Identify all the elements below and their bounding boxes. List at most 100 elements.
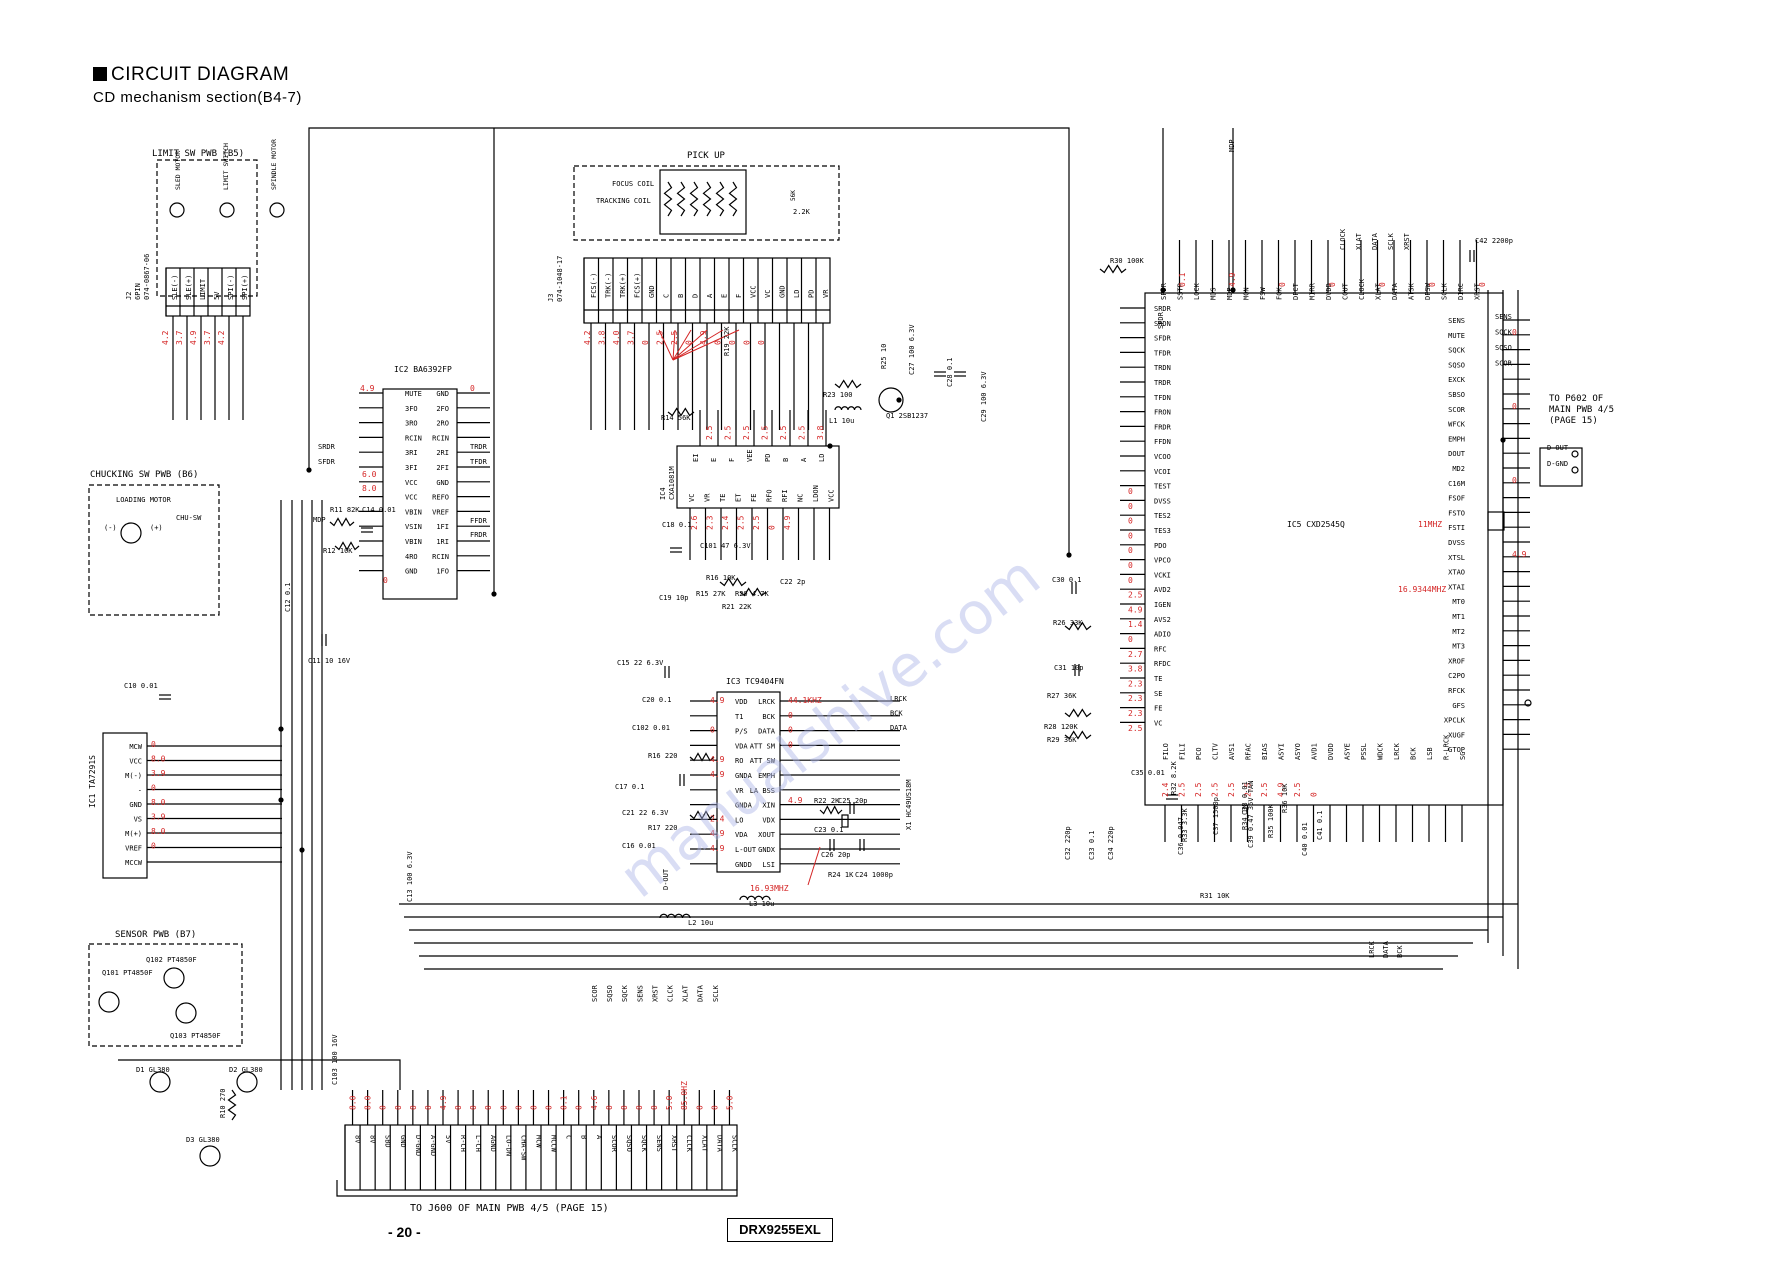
ic3-pin-label: VR (735, 787, 744, 795)
ic5-pin-label: MT0 (1452, 598, 1465, 606)
part-label: R28 120K (1044, 723, 1079, 731)
inductor (739, 895, 771, 901)
pickup-pin-label: VCC (750, 285, 758, 298)
voltage-label: 8.0 (151, 755, 166, 764)
ic2-name: IC2 BA6392FP (394, 365, 452, 374)
voltage-label: 2.3 (706, 515, 715, 530)
ic4-pin-label: VEE (746, 449, 754, 462)
voltage-label: 0 (685, 340, 694, 345)
d-out-label: D-OUT (662, 868, 670, 890)
ic4-pin-label: FE (750, 494, 758, 502)
ic3-pin-label: LO (735, 816, 743, 824)
part-label: R23 100 (823, 391, 853, 399)
ic4-pin-label: F (728, 458, 736, 462)
ic5-pin-label: ASYE (1344, 743, 1352, 760)
voltage-label: 0 (635, 1105, 644, 1110)
net-label: FFDR (470, 517, 488, 525)
voltage-label: 0 (743, 340, 752, 345)
ic5-pin-label: MUTE (1448, 332, 1465, 340)
bottom-pin-label: A (595, 1135, 603, 1140)
ic5-pin-label: FRDR (1154, 423, 1172, 431)
part-label: R21 22K (722, 603, 752, 611)
voltage-label: 2.5 (1128, 724, 1143, 733)
sensor-title: SENSOR PWB (B7) (115, 930, 196, 940)
pickup-pin-label: PD (808, 290, 816, 298)
bottom-pin-label: SBD (384, 1135, 392, 1148)
voltage-label: 0 (1128, 487, 1133, 496)
page-subtitle: CD mechanism section(B4-7) (93, 89, 302, 106)
voltage-label: 0 (1310, 792, 1319, 797)
ic2-pin-label: REFO (432, 494, 449, 502)
resistor (719, 577, 747, 587)
resistor (334, 541, 360, 551)
ic3-pin-label: VDA (735, 831, 748, 839)
ic5-pin-label: IGEN (1154, 601, 1171, 609)
led-part-label: R10 270 (219, 1088, 227, 1118)
voltage-label: 2.5 (742, 425, 751, 440)
voltage-label: 3.7 (203, 330, 212, 345)
voltage-label: 0 (151, 842, 156, 851)
bottom-pin-label: SCLK (730, 1135, 738, 1153)
pickup-pin-label: E (721, 294, 729, 298)
ic5-pin-label: DATA (1391, 282, 1399, 300)
part-label: C42 2200p (1475, 237, 1513, 245)
page-number: - 20 - (388, 1224, 421, 1240)
bottom-connector-caption: TO J600 OF MAIN PWB 4/5 (PAGE 15) (410, 1203, 609, 1214)
ic5-pin-label: XPCLK (1444, 717, 1466, 725)
voltage-label: 2.5 (670, 330, 679, 345)
voltage-label: 4.9 (1228, 272, 1237, 287)
ic5-pin-label: SRDR (1154, 305, 1172, 313)
voltage-label: 0 (1478, 282, 1487, 287)
voltage-label: 4.9 (360, 384, 375, 393)
part-label: R31 10K (1200, 892, 1230, 900)
ic5-pin-label: CLTV (1212, 742, 1220, 760)
part-label: C25 20p (838, 797, 868, 805)
part-label: C18 0.1 (662, 521, 692, 529)
ic5-pin-label: LSB (1426, 747, 1434, 760)
ic5-pin-label: RFCK (1448, 687, 1466, 695)
photodiode (702, 181, 712, 217)
ic4-pin-label: A (800, 457, 808, 462)
limit-switch-icon (219, 202, 235, 218)
ic2-pin-label: VSIN (405, 523, 422, 531)
bottom-net-label: CLCK (667, 984, 675, 1002)
pickup-pin-label: C (663, 294, 671, 298)
junction-dot (1066, 552, 1072, 558)
voltage-label: 16.93MHZ (750, 884, 789, 893)
voltage-label: 0 (470, 384, 475, 393)
ic2-pin-label: VREF (432, 508, 449, 516)
ic5-pin-label: FSTI (1448, 524, 1465, 532)
ic2-pin-label: GND (436, 479, 449, 487)
wire (118, 1059, 401, 1090)
resistor (1099, 264, 1127, 274)
ic5-pin-label: XTAI (1448, 583, 1465, 591)
ic5-pin-label: SCOR (1448, 406, 1466, 414)
bottom-pin-label: CHA-SW (519, 1135, 527, 1161)
ic3-pin-label: VDA (735, 742, 748, 750)
net-label: SQSO (1495, 344, 1512, 352)
part-label: R25 10 (880, 344, 888, 369)
ic2-pin-label: GND (436, 390, 449, 398)
led-icon (236, 1071, 258, 1093)
pickup-pin-label: TRK(-) (605, 273, 613, 298)
photodiode (715, 181, 725, 217)
limit-conn-name: 6PIN (134, 283, 142, 300)
ic1-pin-label: M(+) (125, 830, 142, 838)
part-label: R35 100K (1267, 803, 1275, 838)
part-label: C101 47 6.3V (700, 542, 751, 550)
voltage-label: 2.3 (1128, 709, 1143, 718)
ic5-pin-label: SQSO (1448, 361, 1465, 369)
xtal-box (1487, 511, 1505, 531)
ic5-pin-label: XTAO (1448, 569, 1465, 577)
spindle-motor-icon (269, 202, 285, 218)
part-label: C31 10p (1054, 664, 1084, 672)
connector-bracket (336, 1180, 738, 1197)
voltage-label: 0 (710, 1105, 719, 1110)
voltage-label: 4.6 (590, 1095, 599, 1110)
led-part-label: C103 100 16V (331, 1034, 339, 1085)
voltage-label: 0 (1328, 282, 1337, 287)
voltage-label: 0 (714, 340, 723, 345)
voltage-label: 2.5 (752, 515, 761, 530)
part-label: C41 0.1 (1316, 810, 1324, 840)
voltage-label: 8.0 (364, 1095, 373, 1110)
